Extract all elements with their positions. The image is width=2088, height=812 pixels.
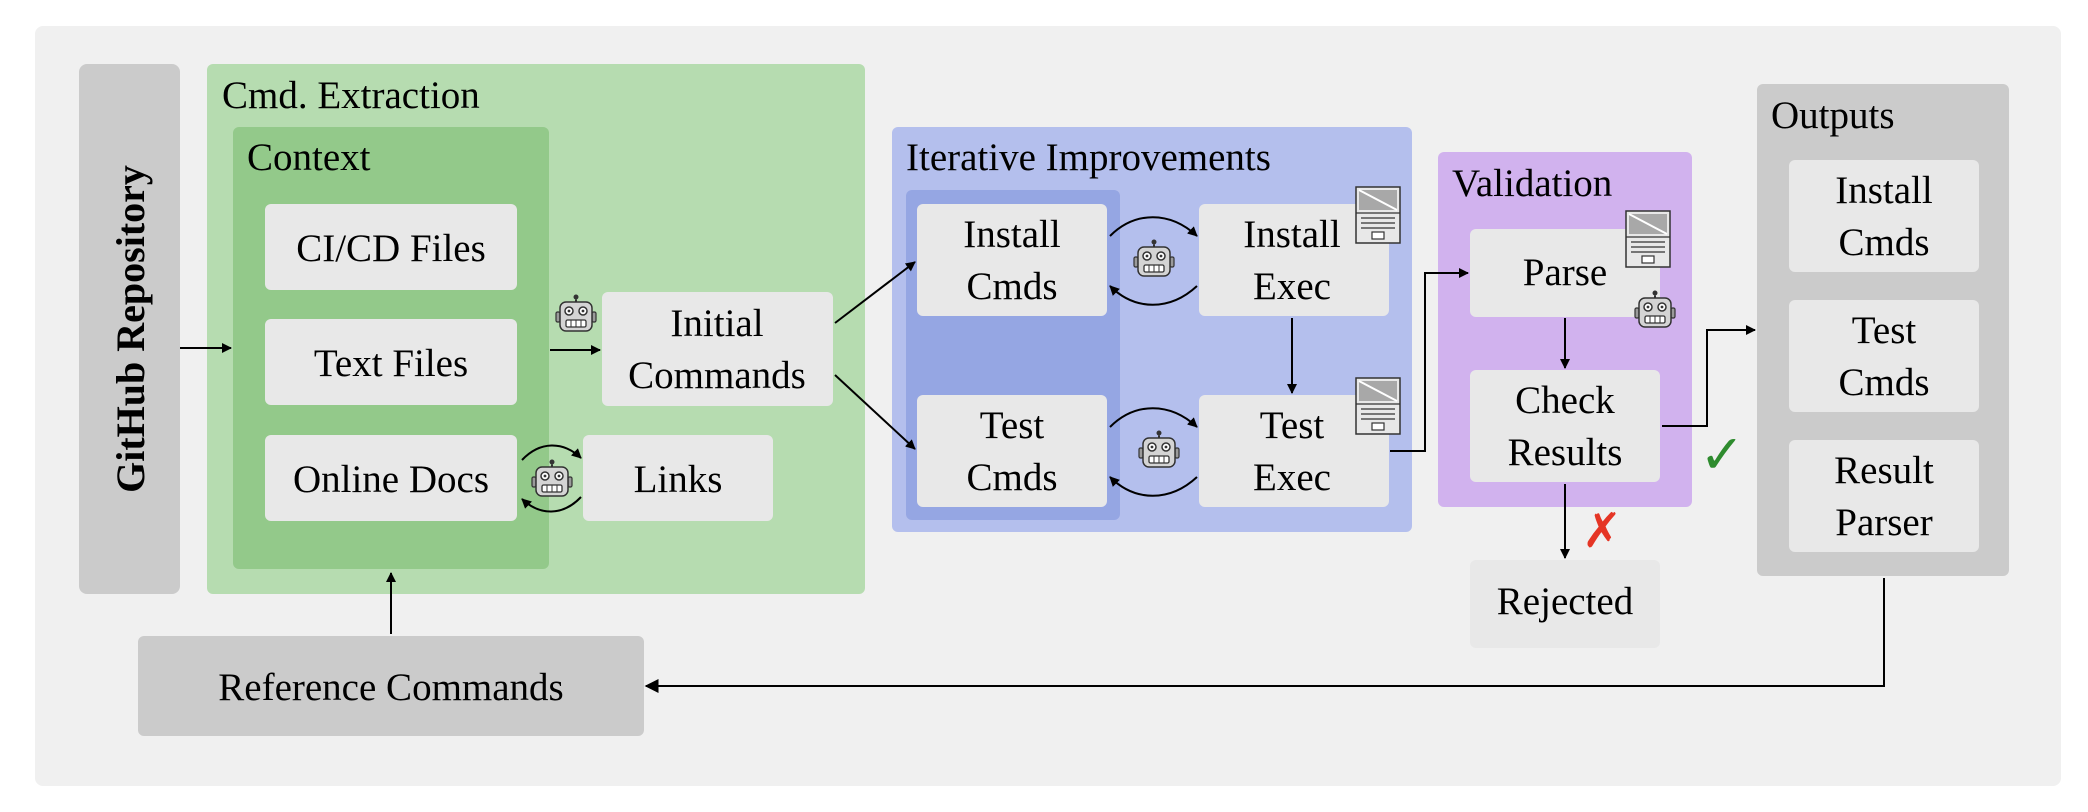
initial-commands-label-line1: Initial bbox=[670, 302, 763, 345]
output-test-cmds-line2: Cmds bbox=[1838, 361, 1929, 404]
terminal-icon bbox=[1355, 186, 1401, 244]
output-install-cmds-line2: Cmds bbox=[1838, 221, 1929, 264]
output-result-parser-line2: Parser bbox=[1835, 501, 1932, 544]
online-docs-label: Online Docs bbox=[293, 458, 489, 501]
cicd-files-box bbox=[265, 204, 517, 290]
install-cmds-box bbox=[917, 204, 1107, 316]
rejected-box bbox=[1470, 560, 1660, 648]
install-exec-box bbox=[1199, 204, 1389, 316]
reject-cross-mark: ✗ bbox=[1582, 505, 1622, 558]
outputs-title: Outputs bbox=[1771, 94, 1895, 137]
cmd-extraction-title: Cmd. Extraction bbox=[222, 74, 480, 117]
check-results-box bbox=[1470, 370, 1660, 482]
arrow-install-cmds-to-exec bbox=[1109, 216, 1198, 237]
links-label: Links bbox=[634, 458, 723, 501]
reference-commands-box bbox=[138, 636, 644, 736]
test-cmds-box bbox=[917, 395, 1107, 507]
arrow-links-to-docs bbox=[521, 496, 582, 513]
arrow-test-exec-to-cmds bbox=[1109, 476, 1198, 497]
accept-check-mark: ✓ bbox=[1699, 425, 1744, 485]
rejected-label: Rejected bbox=[1497, 580, 1634, 623]
arrow-test-cmds-to-exec bbox=[1109, 407, 1198, 428]
test-cmds-label-line1: Test bbox=[980, 404, 1045, 447]
output-result-parser-box bbox=[1789, 440, 1979, 552]
install-exec-label-line2: Exec bbox=[1253, 265, 1331, 308]
install-exec-label-line1: Install bbox=[1243, 213, 1341, 256]
parse-label: Parse bbox=[1523, 251, 1607, 294]
output-result-parser-line1: Result bbox=[1834, 449, 1934, 492]
validation-title: Validation bbox=[1452, 162, 1612, 205]
text-files-label: Text Files bbox=[314, 342, 468, 385]
initial-commands-box bbox=[602, 292, 833, 406]
arrow-outputs-to-reference bbox=[644, 578, 1885, 693]
context-title: Context bbox=[247, 136, 371, 179]
test-exec-box bbox=[1199, 395, 1389, 507]
check-results-label-line2: Results bbox=[1508, 431, 1623, 474]
online-docs-box bbox=[265, 435, 517, 521]
links-box bbox=[583, 435, 773, 521]
terminal-icon bbox=[1355, 377, 1401, 435]
check-results-label-line1: Check bbox=[1515, 379, 1615, 422]
parse-box bbox=[1470, 229, 1660, 317]
arrow-docs-to-links bbox=[521, 444, 582, 461]
arrow-initial-to-install-cmds bbox=[834, 261, 916, 324]
arrow-initial-to-test-cmds bbox=[834, 374, 916, 450]
github-repository-label: GitHub Repository bbox=[108, 165, 153, 493]
cicd-files-label: CI/CD Files bbox=[296, 227, 486, 270]
test-cmds-label-line2: Cmds bbox=[966, 456, 1057, 499]
test-exec-label-line1: Test bbox=[1260, 404, 1325, 447]
reference-commands-label: Reference Commands bbox=[218, 666, 563, 709]
text-files-box bbox=[265, 319, 517, 405]
arrow-check-to-outputs bbox=[1662, 325, 1756, 427]
iterative-improvements-title: Iterative Improvements bbox=[906, 136, 1271, 179]
output-install-cmds-line1: Install bbox=[1835, 169, 1933, 212]
install-cmds-label-line2: Cmds bbox=[966, 265, 1057, 308]
github-repository-block bbox=[79, 64, 180, 594]
output-test-cmds-box bbox=[1789, 300, 1979, 412]
arrow-test-exec-to-parse bbox=[1390, 268, 1469, 452]
install-cmds-label-line1: Install bbox=[963, 213, 1061, 256]
initial-commands-label-line2: Commands bbox=[628, 354, 806, 397]
output-test-cmds-line1: Test bbox=[1852, 309, 1917, 352]
output-install-cmds-box bbox=[1789, 160, 1979, 272]
terminal-icon bbox=[1625, 210, 1671, 268]
test-exec-label-line2: Exec bbox=[1253, 456, 1331, 499]
arrow-install-exec-to-cmds bbox=[1109, 285, 1198, 306]
